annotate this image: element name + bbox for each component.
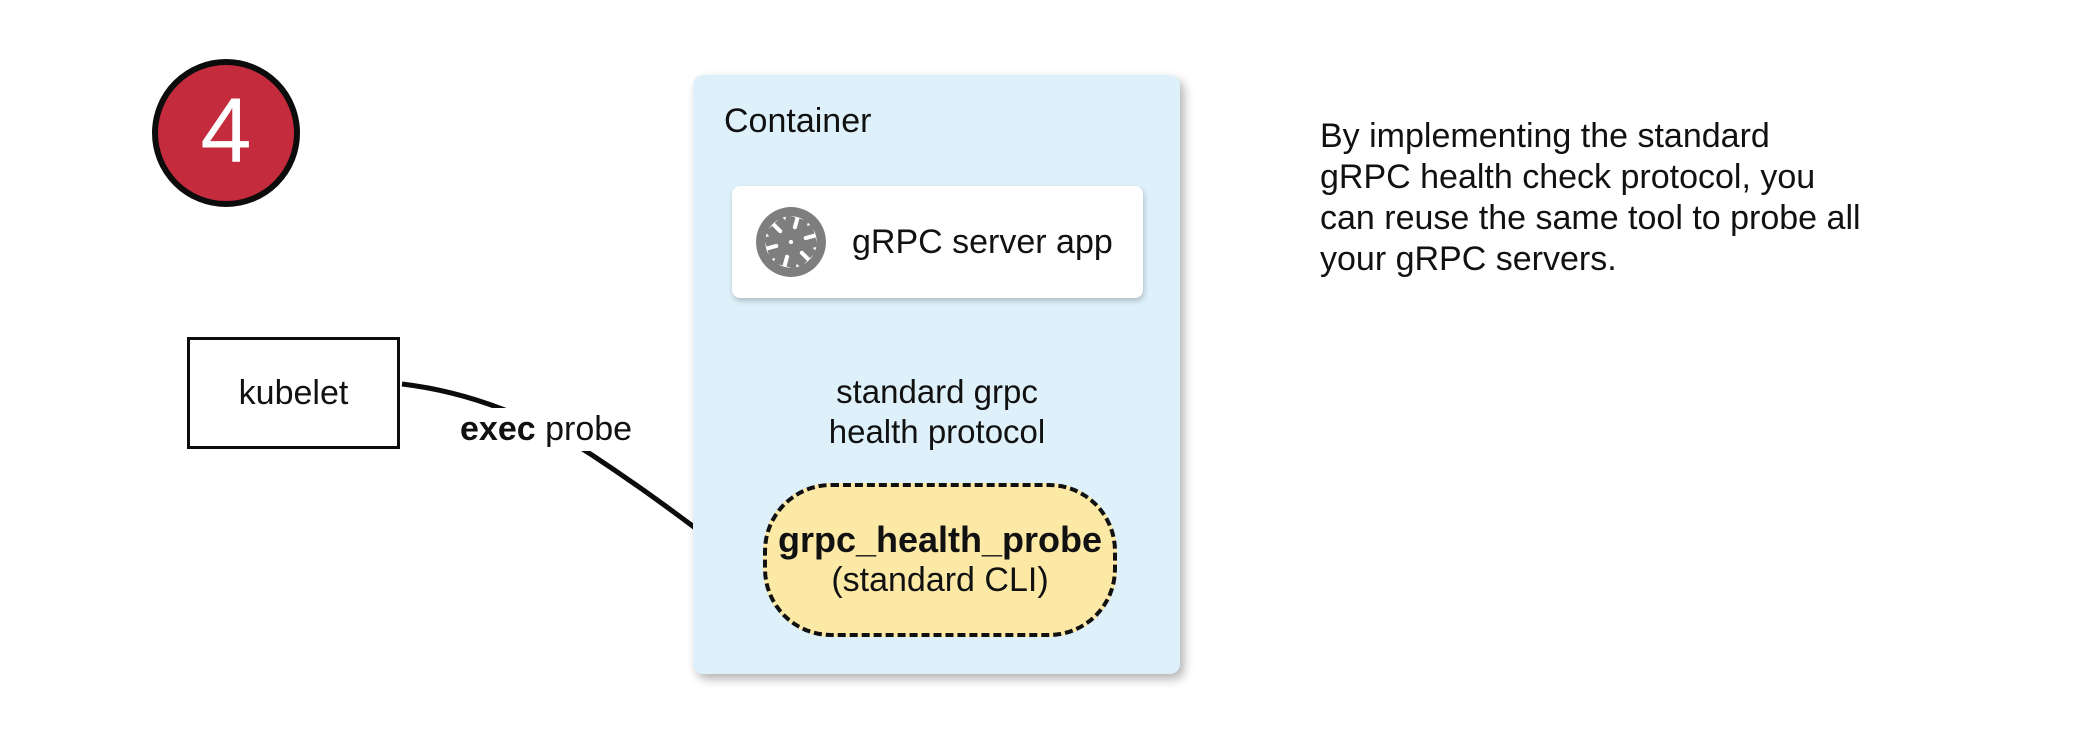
grpc-server-app-label: gRPC server app (852, 222, 1113, 261)
grpc-server-app-box: gRPC server app (732, 186, 1143, 298)
protocol-arrow-label-line2: health protocol (828, 413, 1046, 450)
description-line: can reuse the same tool to probe all (1320, 199, 1861, 237)
protocol-arrow-label-line1: standard grpc (836, 373, 1038, 410)
kubelet-label: kubelet (238, 373, 349, 412)
protocol-arrow-label: standard grpc health protocol (787, 372, 1087, 452)
description-line: gRPC health check protocol, you (1320, 158, 1816, 196)
exec-probe-label-bold: exec (460, 410, 536, 448)
description-text: By implementing the standard gRPC health… (1320, 116, 1900, 280)
exec-probe-label: exec probe (452, 408, 641, 451)
grpc-health-probe-title: grpc_health_probe (777, 518, 1103, 560)
grpc-health-probe-box: grpc_health_probe (standard CLI) (763, 483, 1117, 637)
exec-probe-label-rest: probe (535, 410, 633, 448)
aperture-icon (756, 207, 826, 277)
description-line: your gRPC servers. (1320, 240, 1617, 278)
grpc-health-probe-subtitle: (standard CLI) (831, 561, 1049, 600)
description-line: By implementing the standard (1320, 117, 1770, 155)
step-number: 4 (200, 80, 252, 182)
kubelet-box: kubelet (187, 337, 400, 449)
container-title: Container (724, 102, 872, 140)
container-box: Container gRPC server app grpc_health_pr… (693, 75, 1180, 674)
step-badge: 4 (152, 59, 300, 207)
